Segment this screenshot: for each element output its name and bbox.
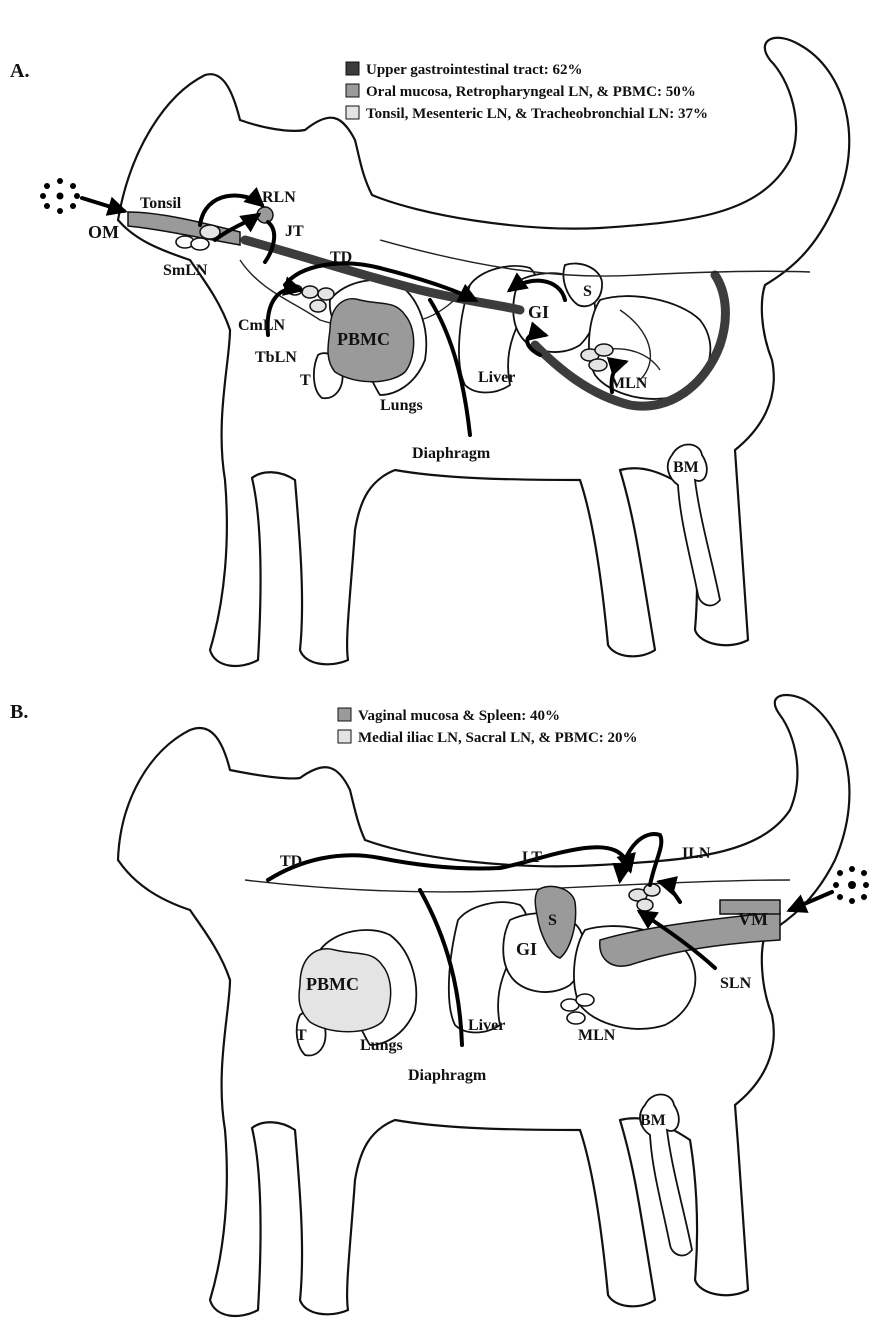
legend-b-item-2: Medial iliac LN, Sacral LN, & PBMC: 20% [358,730,638,746]
label-lungs-b: Lungs [360,1037,403,1054]
panel-b: B. Vaginal mucosa & Spleen: 40% Medial i… [10,695,869,1316]
panel-a-label: A. [10,60,29,82]
smln-node-a-2 [191,238,209,250]
label-bm-a: BM [673,459,699,476]
legend-b-swatch-light [338,730,351,743]
label-iln-b: ILN [682,845,711,862]
tbln-node-a-3 [310,300,326,312]
arrow-tonsil-to-rln [200,195,262,225]
legend-a-swatch-dark [346,62,359,75]
legend-b-item-1: Vaginal mucosa & Spleen: 40% [358,708,560,724]
mln-node-b-3 [567,1012,585,1024]
label-cmln-a: CmLN [238,317,286,334]
iln-node-b-2 [644,884,660,896]
panel-a-legend: Upper gastrointestinal tract: 62% Oral m… [346,62,708,122]
panel-b-label: B. [10,701,28,723]
label-gi-a: GI [528,302,549,322]
legend-a-swatch-light [346,106,359,119]
label-t-a: T [300,372,311,389]
inoculation-arrow-a [82,198,124,211]
inoculation-star-a [40,178,80,214]
label-tbln-a: TbLN [255,349,297,366]
arrow-td-b [268,855,500,880]
legend-a-item-1: Upper gastrointestinal tract: 62% [366,62,583,78]
mln-node-a-3 [589,359,607,371]
label-liver-b: Liver [468,1017,505,1034]
inoculation-arrow-b [790,892,832,910]
legend-a-item-2: Oral mucosa, Retropharyngeal LN, & PBMC:… [366,84,696,100]
label-jt-a: JT [285,223,304,240]
tbln-node-a-1 [302,286,318,298]
label-smln-a: SmLN [163,262,208,279]
sln-node-b [637,899,653,911]
label-sln-b: SLN [720,975,752,992]
panel-a: A. Upper gastrointestinal tract: 62% Ora… [10,38,849,666]
label-lt-b: LT [522,849,542,866]
label-om-a: OM [88,222,119,242]
mln-node-b-2 [576,994,594,1006]
label-diaphragm-a: Diaphragm [412,445,491,462]
label-s-a: S [583,283,592,300]
mln-node-a-2 [595,344,613,356]
label-pbmc-b: PBMC [306,974,359,994]
legend-a-swatch-mid [346,84,359,97]
label-td-a: TD [330,249,352,266]
label-mln-b: MLN [578,1027,616,1044]
label-s-b: S [548,912,557,929]
label-vm-b: VM [738,909,768,929]
label-liver-a: Liver [478,369,515,386]
arrow-vm-to-iln-b [660,882,680,902]
arrow-iln-b [620,834,661,885]
label-bm-b: BM [640,1112,666,1129]
panel-b-legend: Vaginal mucosa & Spleen: 40% Medial ilia… [338,708,638,746]
legend-a-item-3: Tonsil, Mesenteric LN, & Tracheobronchia… [366,106,708,122]
label-td-b: TD [280,853,302,870]
label-mln-a: MLN [610,375,648,392]
spine-b [245,880,790,892]
legend-b-swatch-mid [338,708,351,721]
tbln-node-a-2 [318,288,334,300]
label-gi-b: GI [516,939,537,959]
inoculation-star-b [833,866,869,904]
label-pbmc-a: PBMC [337,329,390,349]
label-tonsil-a: Tonsil [140,195,182,212]
label-lungs-a: Lungs [380,397,423,414]
label-diaphragm-b: Diaphragm [408,1067,487,1084]
label-t-b: T [296,1027,307,1044]
label-rln-a: RLN [262,189,296,206]
